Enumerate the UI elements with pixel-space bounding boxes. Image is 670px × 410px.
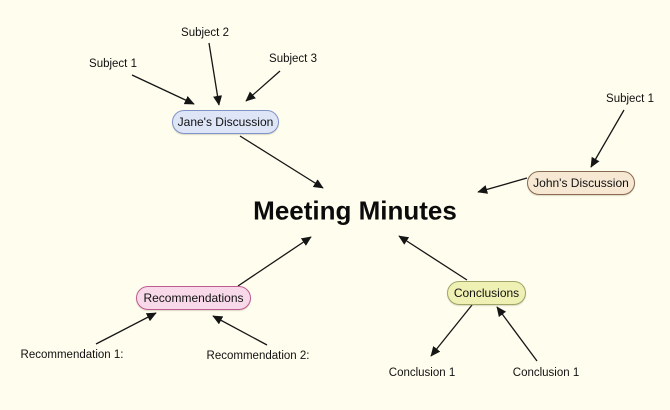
arrow-subject3-to-janes-discussion	[245, 70, 281, 102]
arrow-subject2-to-janes-discussion	[208, 42, 222, 106]
arrow-johns-discussion-to-center	[477, 177, 528, 194]
label-conclusion-1-right[interactable]: Conclusion 1	[512, 367, 580, 379]
arrow-conclusions-to-conclusion1-left	[430, 304, 473, 357]
arrow-subject1-to-johns-discussion	[590, 109, 625, 168]
label-recommendation-2[interactable]: Recommendation 2:	[206, 350, 310, 362]
label-jane-subject-2[interactable]: Subject 2	[181, 27, 229, 39]
label-recommendation-1[interactable]: Recommendation 1:	[20, 349, 124, 361]
arrow-recommendation1-to-recommendations	[95, 312, 157, 345]
label-conclusion-1-left[interactable]: Conclusion 1	[388, 367, 456, 379]
label-john-subject-1[interactable]: Subject 1	[606, 93, 654, 105]
arrow-janes-discussion-to-center	[239, 135, 324, 189]
node-janes-discussion[interactable]: Jane's Discussion	[172, 110, 279, 134]
label-jane-subject-1[interactable]: Subject 1	[89, 58, 137, 70]
node-conclusions[interactable]: Conclusions	[447, 281, 526, 305]
arrow-subject1-to-janes-discussion	[131, 74, 195, 105]
node-recommendations[interactable]: Recommendations	[136, 286, 251, 310]
arrow-recommendation2-to-recommendations	[212, 315, 268, 346]
node-johns-discussion[interactable]: John's Discussion	[527, 171, 635, 195]
central-topic-node[interactable]: Meeting Minutes	[253, 195, 457, 226]
label-jane-subject-3[interactable]: Subject 3	[269, 53, 317, 65]
arrow-recommendations-to-center	[237, 236, 312, 287]
arrow-conclusions-to-center	[398, 235, 468, 281]
arrow-conclusion1-right-to-conclusions	[496, 306, 538, 362]
